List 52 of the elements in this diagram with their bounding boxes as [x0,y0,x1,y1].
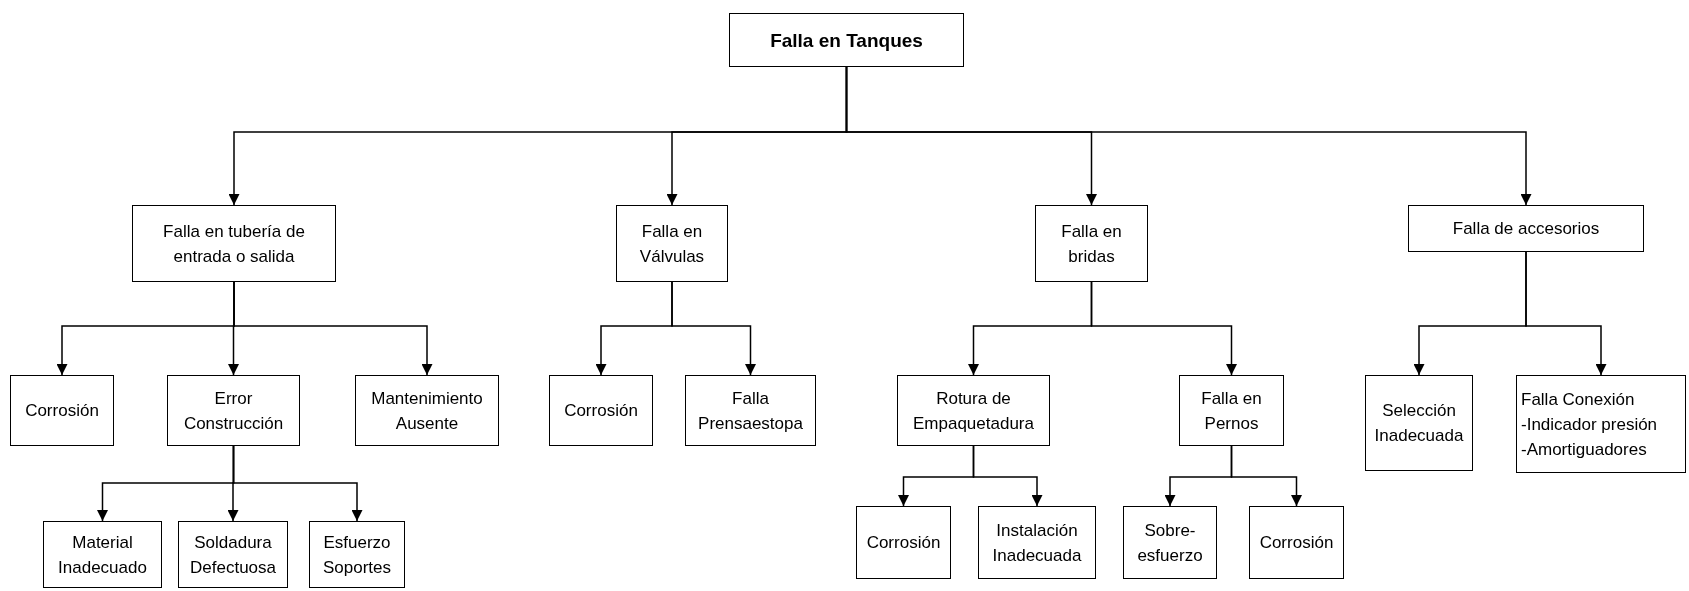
process-box [1179,375,1284,446]
box-label: Error Construcción [182,387,285,435]
box-label: Selección Inadecuada [1373,400,1465,447]
process-box [309,521,405,588]
box-label: Sobre- esfuerzo [1136,519,1204,567]
process-box [43,521,162,588]
box-label: Falla en Tanques [770,28,923,53]
process-box [685,375,816,446]
process-box [167,375,300,446]
box-label: Corrosión [1259,532,1334,554]
process-box [897,375,1050,446]
box-label: Corrosión [564,400,638,422]
arrow [1525,251,1607,376]
arrow [671,281,756,376]
box-label: Soldadura Defectuosa [189,531,277,579]
process-box [1123,506,1217,579]
process-box [1408,205,1644,252]
arrow [1230,445,1302,507]
process-box [616,205,728,282]
box-label: Esfuerzo Soportes [321,531,392,579]
process-box [978,506,1096,579]
box-label: Falla en bridas [1060,220,1123,268]
process-box [1516,375,1686,473]
process-box [178,521,288,588]
process-box [1035,205,1148,282]
arrow [1090,281,1237,376]
box-label: Falla en Válvulas [638,220,706,268]
box-label: Rotura de Empaquetadura [912,387,1035,435]
process-box [10,375,114,446]
box-label: Mantenimiento Ausente [370,387,484,435]
process-box [729,13,964,67]
box-label: Falla Conexión [1521,388,1635,411]
box-label: -Indicador presión [1521,413,1658,436]
box-label: -Amortiguadores [1521,438,1647,461]
arrow [845,66,1532,206]
process-box [549,375,653,446]
box-label: Falla Prensaestopa [697,387,804,435]
box-label: Falla en Pernos [1200,387,1263,435]
box-label: Instalación Inadecuada [991,519,1083,567]
process-box [132,205,336,282]
box-label: Material Inadecuado [57,531,148,579]
process-box [856,506,951,579]
arrow [972,445,1043,507]
box-label: Corrosión [25,400,99,422]
process-box [1365,375,1473,471]
arrow [233,281,433,376]
box-label: Corrosión [866,532,941,554]
box-label: Falla en tubería de entrada o salida [162,220,306,268]
process-box [1249,506,1344,579]
box-label: Falla de accesorios [1452,218,1600,240]
process-box [355,375,499,446]
arrow [232,445,363,522]
